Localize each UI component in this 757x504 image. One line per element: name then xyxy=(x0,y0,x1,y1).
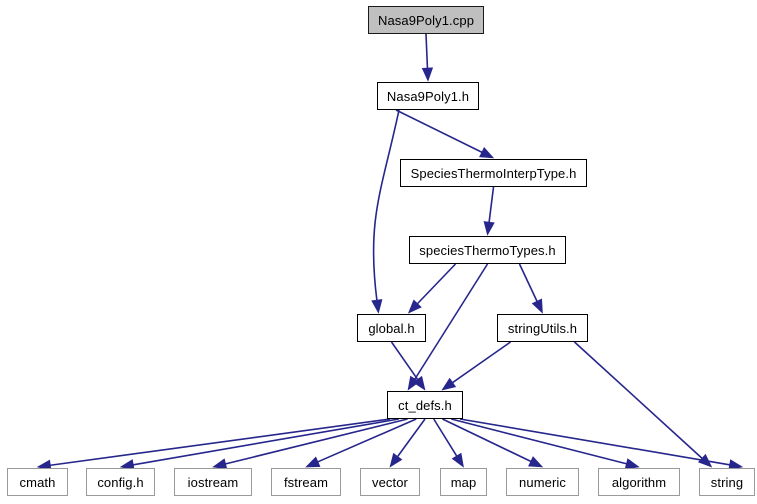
graph-node-nasa9poly1_h[interactable]: Nasa9Poly1.h xyxy=(377,82,479,110)
graph-edge-ct_defs_h-to-map xyxy=(433,418,464,468)
graph-edge-speciesthermotypes_h-to-stringutils_h xyxy=(518,263,543,314)
graph-node-map[interactable]: map xyxy=(440,468,487,496)
graph-node-algorithm[interactable]: algorithm xyxy=(598,468,680,496)
graph-node-numeric[interactable]: numeric xyxy=(506,468,579,496)
graph-edge-ct_defs_h-to-string xyxy=(459,418,744,471)
graph-node-label: vector xyxy=(371,474,408,490)
graph-edge-ct_defs_h-to-iostream xyxy=(212,418,408,470)
graph-edge-stringutils_h-to-ct_defs_h xyxy=(441,341,511,391)
graph-node-label: cmath xyxy=(19,474,56,490)
graph-edge-nasa9poly1_h-to-speciesthermointerptype_h xyxy=(395,109,495,159)
graph-node-label: algorithm xyxy=(611,474,667,490)
graph-node-label: SpeciesThermoInterpType.h xyxy=(410,165,577,181)
graph-node-stringutils_h[interactable]: stringUtils.h xyxy=(497,314,588,342)
graph-node-label: map xyxy=(450,474,477,490)
graph-node-label: fstream xyxy=(283,474,329,490)
graph-node-speciesthermotypes_h[interactable]: speciesThermoTypes.h xyxy=(409,236,566,264)
graph-edge-nasa9poly1_cpp-to-nasa9poly1_h xyxy=(421,33,434,82)
graph-edge-ct_defs_h-to-vector xyxy=(389,418,426,468)
graph-node-label: stringUtils.h xyxy=(507,320,578,336)
graph-node-label: global.h xyxy=(368,320,415,336)
graph-node-label: speciesThermoTypes.h xyxy=(419,242,556,258)
graph-node-ct_defs_h[interactable]: ct_defs.h xyxy=(387,391,463,419)
graph-edge-ct_defs_h-to-cmath xyxy=(36,418,391,471)
graph-node-label: Nasa9Poly1.h xyxy=(386,88,470,104)
graph-node-string[interactable]: string xyxy=(699,468,755,496)
graph-node-global_h[interactable]: global.h xyxy=(357,314,426,342)
graph-node-label: numeric xyxy=(519,474,566,490)
graph-node-vector[interactable]: vector xyxy=(360,468,420,496)
graph-edge-ct_defs_h-to-fstream xyxy=(305,418,417,468)
graph-edge-speciesthermotypes_h-to-global_h xyxy=(407,263,457,314)
graph-node-fstream[interactable]: fstream xyxy=(271,468,341,496)
graph-node-config_h[interactable]: config.h xyxy=(86,468,155,496)
graph-edge-global_h-to-ct_defs_h xyxy=(390,341,426,391)
graph-edge-speciesthermointerptype_h-to-speciesthermotypes_h xyxy=(483,186,495,236)
graph-node-label: string xyxy=(710,474,744,490)
graph-node-speciesthermointerptype_h[interactable]: SpeciesThermoInterpType.h xyxy=(400,159,587,187)
graph-node-label: config.h xyxy=(97,474,144,490)
graph-node-cmath[interactable]: cmath xyxy=(7,468,68,496)
graph-node-label: iostream xyxy=(187,474,239,490)
graph-edge-ct_defs_h-to-algorithm xyxy=(451,418,640,470)
graph-edge-ct_defs_h-to-numeric xyxy=(442,418,544,468)
graph-node-iostream[interactable]: iostream xyxy=(174,468,252,496)
graph-edge-ct_defs_h-to-config_h xyxy=(119,418,399,471)
graph-edge-stringutils_h-to-string xyxy=(573,341,713,468)
graph-node-nasa9poly1_cpp[interactable]: Nasa9Poly1.cpp xyxy=(368,6,484,34)
graph-node-label: Nasa9Poly1.cpp xyxy=(377,12,475,28)
graph-node-label: ct_defs.h xyxy=(398,397,452,413)
graph-edge-nasa9poly1_h-to-global_h xyxy=(371,109,400,314)
